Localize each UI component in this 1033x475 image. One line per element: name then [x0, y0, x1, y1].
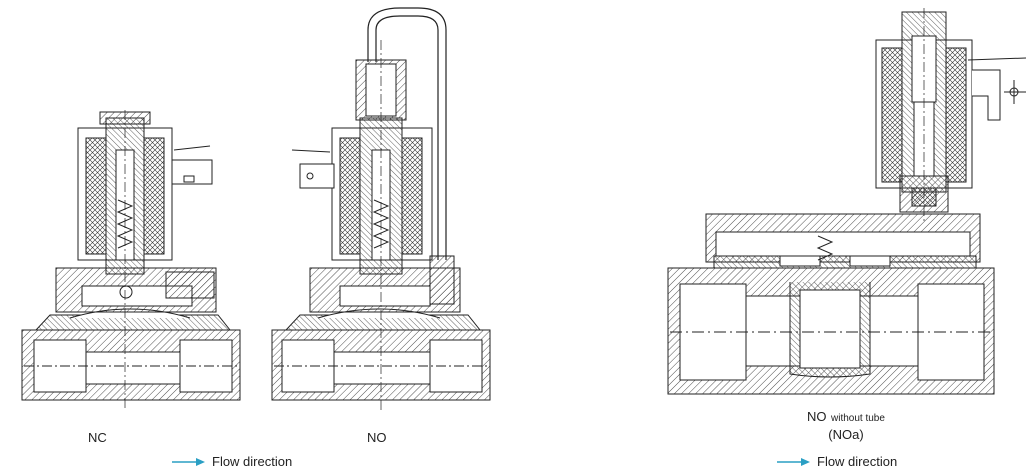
- no-label: NO: [367, 430, 387, 445]
- noa-label-paren: (NOa): [828, 427, 864, 442]
- flow-direction-right-label: Flow direction: [817, 454, 898, 469]
- noa-valve-drawing: [667, 8, 1027, 395]
- no-valve-drawing: [271, 7, 491, 410]
- nc-label: NC: [88, 430, 107, 445]
- nc-valve-drawing: [21, 110, 241, 410]
- flow-direction-left-label: Flow direction: [212, 454, 293, 469]
- noa-label: NO without tube (NOa): [786, 408, 906, 442]
- arrow-right-icon: [777, 457, 810, 466]
- noa-label-small: without tube: [831, 413, 885, 424]
- flow-direction-right: Flow direction: [777, 454, 897, 469]
- arrow-right-icon: [172, 457, 205, 466]
- noa-label-main: NO: [807, 409, 827, 424]
- flow-direction-left: Flow direction: [172, 454, 292, 469]
